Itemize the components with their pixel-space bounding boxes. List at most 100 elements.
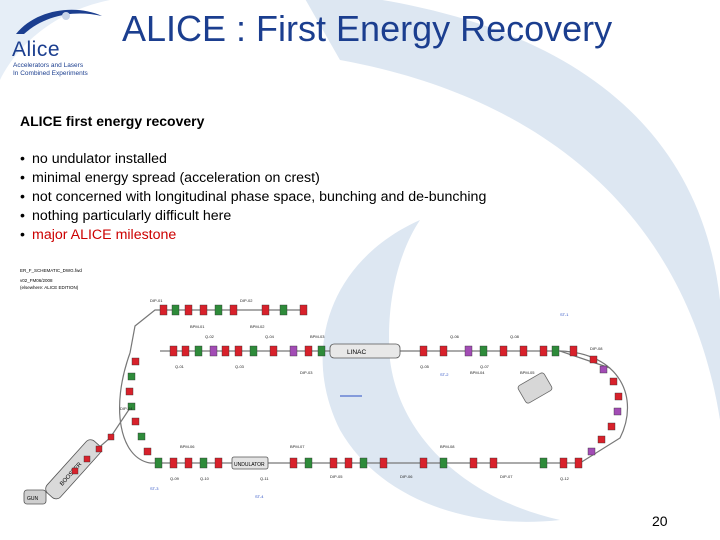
magnet: [127, 372, 136, 381]
magnet: [344, 457, 353, 469]
magnet: [569, 345, 578, 357]
component-tag: Q-11: [260, 476, 269, 481]
component-tag: BPM-06: [180, 444, 195, 449]
magnet: [519, 345, 528, 357]
component-tag: ST-4: [255, 494, 264, 499]
component-tag: DIP-07: [500, 474, 513, 479]
component-tag: Q-10: [200, 476, 210, 481]
bullet-glyph: •: [20, 227, 25, 243]
bullet-item: •nothing particularly difficult here: [20, 207, 486, 226]
magnet: [169, 457, 178, 469]
bullet-text: no undulator installed: [32, 151, 167, 167]
magnet: [614, 392, 623, 401]
magnet: [131, 357, 140, 366]
magnet: [539, 345, 548, 357]
page-number: 20: [652, 513, 668, 529]
magnet: [181, 345, 190, 357]
magnet: [304, 345, 313, 357]
schematic-header-line: ER_F_SCHEMATIC_DWG.fwd: [20, 268, 82, 273]
magnet: [214, 304, 223, 316]
component-tag: DIP-04: [120, 406, 133, 411]
magnet: [379, 457, 388, 469]
logo-tagline-2: In Combined Experiments: [13, 70, 88, 77]
bullet-text: major ALICE milestone: [32, 227, 177, 243]
magnet: [329, 457, 338, 469]
bullet-glyph: •: [20, 151, 25, 167]
logo-tagline-1: Accelerators and Lasers: [13, 62, 84, 69]
magnet: [289, 345, 298, 357]
component-tag: Q-06: [450, 334, 460, 339]
magnet: [419, 457, 428, 469]
magnet: [574, 457, 583, 469]
component-tag: Q-09: [170, 476, 180, 481]
magnet: [479, 345, 488, 357]
magnet: [127, 402, 136, 411]
magnet: [551, 345, 560, 357]
magnet: [95, 445, 103, 453]
magnet: [559, 457, 568, 469]
magnet: [589, 355, 598, 364]
beam-left-arc: [119, 352, 151, 464]
component-tag: DIP-03: [300, 370, 313, 375]
magnet: [199, 304, 208, 316]
component-tag: BPM-04: [470, 370, 485, 375]
magnet: [199, 457, 208, 469]
schematic-header-line: (elsewhere: ALICE EDITION): [20, 285, 79, 290]
magnet: [261, 304, 270, 316]
magnet: [599, 365, 608, 374]
component-tag: Q-08: [510, 334, 520, 339]
gun-label: GUN: [27, 496, 39, 502]
linac-module: LINAC: [329, 343, 401, 359]
component-tag: Q-02: [205, 334, 215, 339]
component-tag: DIP-05: [330, 474, 343, 479]
bullet-glyph: •: [20, 208, 25, 224]
magnet: [607, 422, 616, 431]
magnet: [137, 432, 146, 441]
component-tag: ST-1: [560, 312, 569, 317]
magnet: [83, 455, 91, 463]
magnet: [439, 345, 448, 357]
magnet: [209, 345, 218, 357]
component-tag: BPM-08: [440, 444, 455, 449]
component-tag: Q-04: [265, 334, 275, 339]
magnet: [299, 304, 308, 316]
alice-logo: Alice Accelerators and Lasers In Combine…: [6, 4, 106, 78]
component-tag: ST-3: [150, 486, 159, 491]
component-tag: DIP-06: [400, 474, 413, 479]
component-tag: DIP-02: [240, 298, 253, 303]
beam-upper-straight: [129, 309, 300, 354]
magnet: [419, 345, 428, 357]
magnet: [279, 304, 288, 316]
magnet: [249, 345, 258, 357]
lattice-schematic: ER_F_SCHEMATIC_DWG.fwd v02_FM06/2008 (el…: [20, 268, 629, 505]
magnet: [613, 407, 622, 416]
magnet: [184, 304, 193, 316]
magnet: [229, 304, 238, 316]
bullet-item: •minimal energy spread (acceleration on …: [20, 169, 486, 188]
magnet: [609, 377, 618, 386]
diagnostic-box: [517, 372, 553, 404]
schematic-header: ER_F_SCHEMATIC_DWG.fwd v02_FM06/2008 (el…: [20, 268, 82, 290]
undulator-module: UNDULATOR: [231, 456, 269, 470]
magnet: [539, 457, 548, 469]
magnet: [169, 345, 178, 357]
component-tag: Q-07: [480, 364, 490, 369]
magnet: [597, 435, 606, 444]
beam-right-arc: [559, 350, 629, 464]
magnet: [71, 467, 79, 475]
magnet: [131, 417, 140, 426]
undulator-label: UNDULATOR: [234, 462, 265, 468]
bullet-glyph: •: [20, 170, 25, 186]
component-tag: Q-03: [235, 364, 245, 369]
gun-module: GUN: [23, 489, 47, 505]
magnet: [107, 433, 115, 441]
component-tag: BPM-03: [310, 334, 325, 339]
magnet: [304, 457, 313, 469]
component-tag: Q-05: [420, 364, 430, 369]
magnet: [269, 345, 278, 357]
component-tag: Q-12: [560, 476, 570, 481]
bullet-text: not concerned with longitudinal phase sp…: [32, 189, 487, 205]
magnet: [499, 345, 508, 357]
